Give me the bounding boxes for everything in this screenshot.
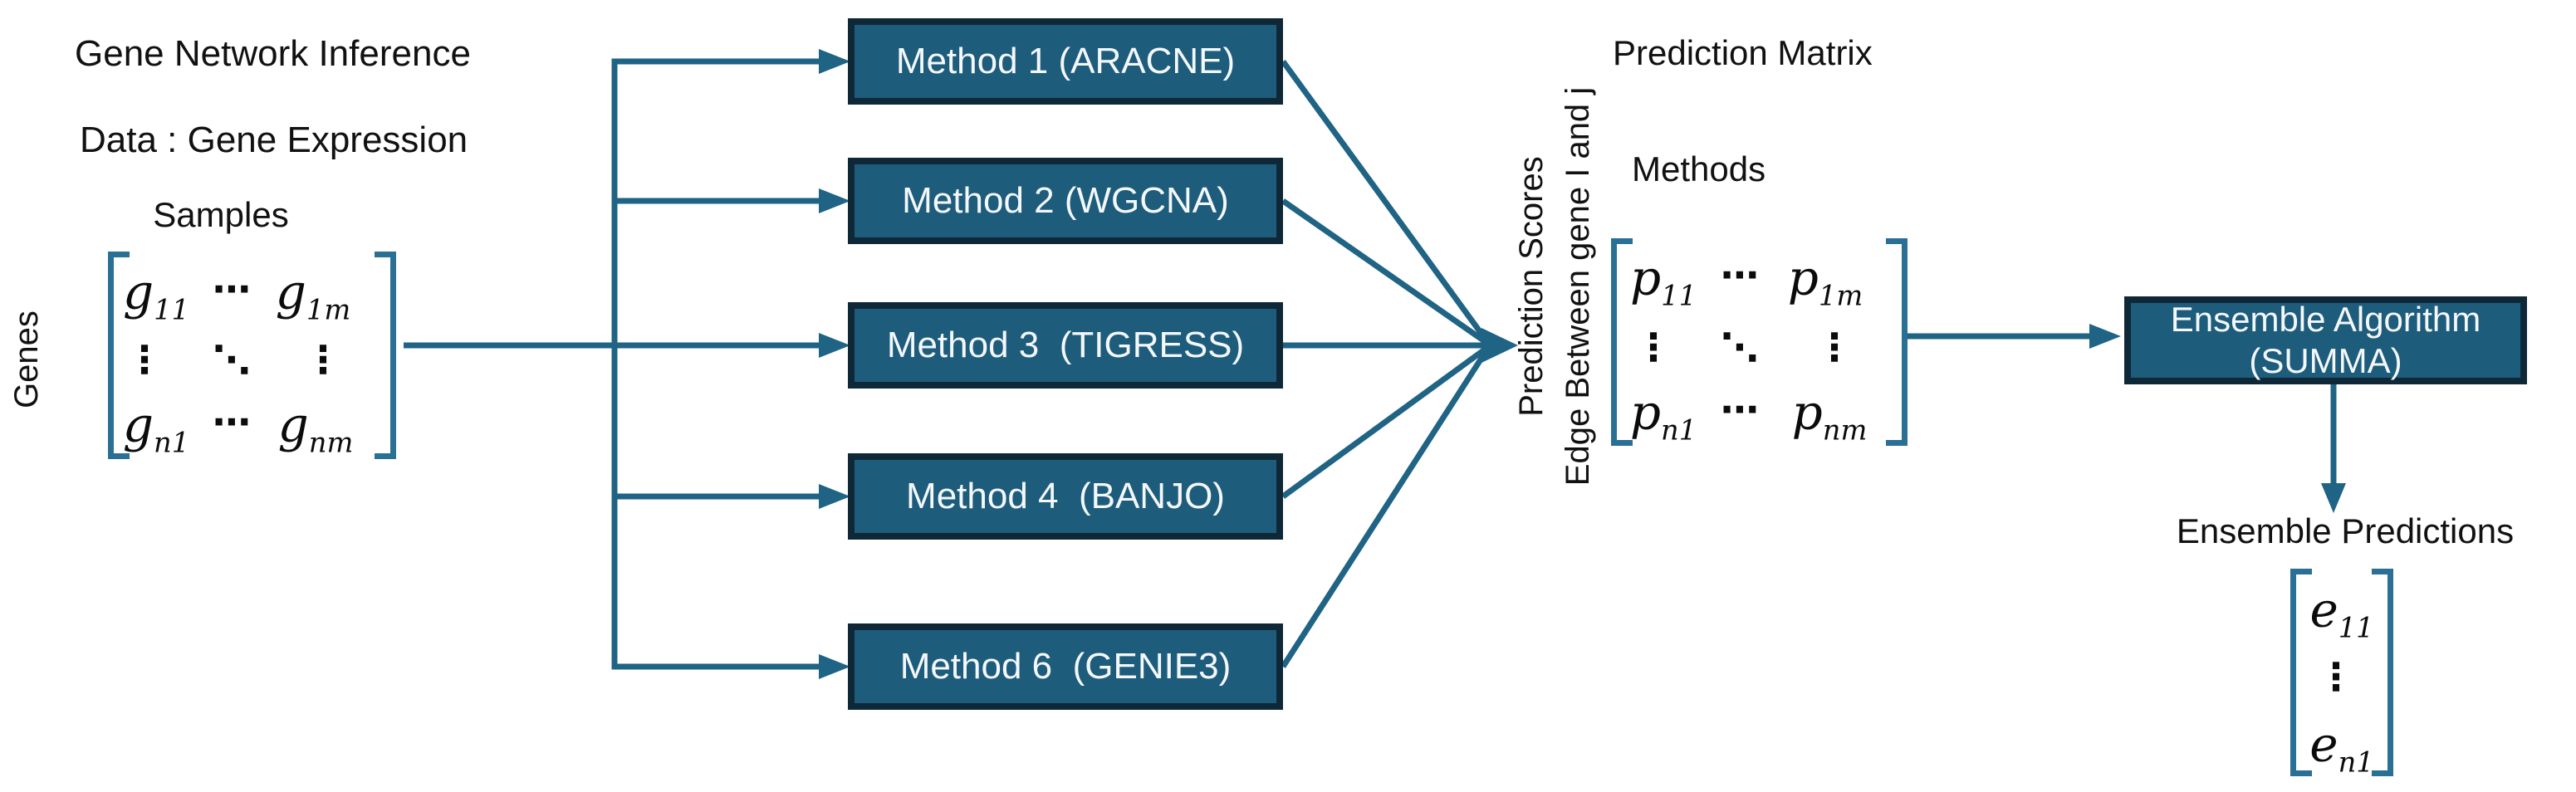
- gene-matrix-cell-r1c3: g1m: [276, 264, 350, 326]
- method-box-label: Method 1 (ARACNE): [895, 41, 1236, 81]
- prediction-to-ensemble-arrow: [1908, 324, 2121, 349]
- arrowhead-method3: [819, 333, 850, 358]
- fanout-connector: [404, 49, 850, 679]
- prediction-matrix-cell-r3c3: pnm: [1792, 384, 1868, 447]
- arrowhead-method4: [819, 484, 850, 509]
- ensemble-vector-cell-r3: en1: [2309, 716, 2373, 779]
- gene-matrix-cell-r3c2: ⋯: [213, 399, 252, 444]
- method-box-1: Method 1 (ARACNE): [848, 18, 1283, 105]
- methods-axis-label: Methods: [1632, 149, 1766, 188]
- cell-base: e: [2309, 716, 2338, 773]
- prediction-scores-line2: Edge Between gene I and j: [1560, 86, 1596, 486]
- cell-base: p: [1791, 384, 1823, 441]
- gene-matrix-bracket-right: [375, 252, 396, 459]
- fanout-trunk-line: [611, 58, 840, 670]
- cell-sub: nm: [1822, 413, 1868, 447]
- arrowhead-method6: [819, 654, 850, 679]
- ensemble-vector-cell-r2: ⋮: [2317, 654, 2357, 699]
- genes-axis-label: Genes: [8, 310, 45, 408]
- ensemble-box-line1: Ensemble Algorithm: [2170, 300, 2481, 339]
- method2-out-line: [1281, 198, 1491, 346]
- arrowhead-method1: [819, 49, 850, 74]
- prediction-matrix-cell-r1c2: ⋯: [1721, 252, 1761, 297]
- prediction-scores-label: Prediction Scores Edge Between gene I an…: [1508, 87, 1601, 486]
- cell-sub: n1: [2338, 746, 2374, 779]
- cell-base: g: [122, 396, 154, 453]
- prediction-matrix-cell-r3c1: pn1: [1630, 384, 1697, 447]
- ensemble-algorithm-box: Ensemble Algorithm (SUMMA): [2124, 296, 2527, 384]
- method-box-3: Method 3 (TIGRESS): [848, 302, 1283, 389]
- data-source-label: Data : Gene Expression: [80, 120, 468, 160]
- cell-sub: 1m: [1818, 279, 1863, 312]
- cell-sub: 11: [1661, 279, 1697, 312]
- cell-base: g: [277, 396, 309, 453]
- cell-sub: 11: [154, 293, 189, 326]
- prediction-matrix-bracket-right: [1886, 238, 1908, 446]
- prediction-matrix-cell-r3c2: ⋯: [1721, 387, 1761, 432]
- prediction-matrix-cell-r1c3: p1m: [1788, 250, 1863, 312]
- method-box-label: Method 3 (TIGRESS): [886, 325, 1245, 365]
- gene-matrix-cell-r3c3: gnm: [278, 397, 354, 459]
- cell-sub: 1m: [306, 293, 351, 326]
- gene-matrix-cell-r2c3: ⋮: [304, 337, 344, 382]
- cell-base: p: [1629, 384, 1662, 441]
- prediction-matrix-cell-r2c3: ⋮: [1815, 325, 1855, 369]
- gene-matrix-cell-r1c1: g11: [123, 264, 189, 326]
- arrowhead-convergence: [1481, 328, 1518, 363]
- gene-matrix-cell-r2c2: ⋱: [213, 337, 252, 382]
- cell-sub: n1: [1661, 413, 1697, 447]
- arrowhead-down: [2321, 483, 2346, 513]
- cell-sub: n1: [154, 426, 190, 459]
- cell-base: p: [1630, 249, 1662, 306]
- ensemble-vector-cell-r1: e11: [2309, 582, 2373, 644]
- method6-out-line: [1281, 346, 1491, 668]
- arrowhead-ensemble: [2089, 324, 2121, 349]
- ensemble-vector-bracket-right: [2372, 569, 2393, 776]
- prediction-scores-line1: Prediction Scores: [1513, 156, 1550, 417]
- gene-matrix-cell-r3c1: gn1: [123, 397, 189, 459]
- method-box-2: Method 2 (WGCNA): [848, 158, 1283, 244]
- method-box-6: Method 6 (GENIE3): [848, 623, 1283, 710]
- method-box-label: Method 4 (BANJO): [906, 476, 1225, 516]
- prediction-matrix-cell-r2c1: ⋮: [1634, 325, 1674, 369]
- cell-base: e: [2309, 581, 2338, 638]
- samples-axis-label: Samples: [153, 195, 289, 234]
- ensemble-predictions-label: Ensemble Predictions: [2176, 511, 2515, 550]
- method-box-label: Method 2 (WGCNA): [902, 180, 1229, 221]
- method4-out-line: [1281, 345, 1491, 499]
- prediction-matrix-cell-r1c1: p11: [1630, 250, 1697, 312]
- convergence-arrows: [1281, 59, 1518, 668]
- method-box-4: Method 4 (BANJO): [848, 453, 1283, 540]
- cell-base: g: [275, 263, 306, 320]
- ensemble-down-arrow: [2321, 384, 2346, 513]
- arrowhead-method2: [819, 188, 850, 213]
- cell-sub: nm: [308, 426, 354, 459]
- method-box-label: Method 6 (GENIE3): [899, 646, 1232, 687]
- diagram-title: Gene Network Inference: [75, 33, 471, 74]
- cell-sub: 11: [2338, 611, 2374, 644]
- gene-matrix-cell-r1c2: ⋯: [213, 266, 252, 311]
- prediction-matrix-cell-r2c2: ⋱: [1721, 325, 1761, 369]
- cell-base: p: [1787, 249, 1819, 306]
- ensemble-box-line2: (SUMMA): [2249, 341, 2402, 380]
- gene-matrix-cell-r2c1: ⋮: [125, 337, 165, 382]
- method1-out-line: [1281, 59, 1491, 345]
- ensemble-vector-bracket-left: [2290, 569, 2312, 776]
- prediction-matrix-bracket-left: [1611, 238, 1633, 446]
- cell-base: g: [123, 263, 154, 320]
- gene-matrix-bracket-left: [108, 252, 130, 459]
- prediction-matrix-title: Prediction Matrix: [1613, 33, 1873, 72]
